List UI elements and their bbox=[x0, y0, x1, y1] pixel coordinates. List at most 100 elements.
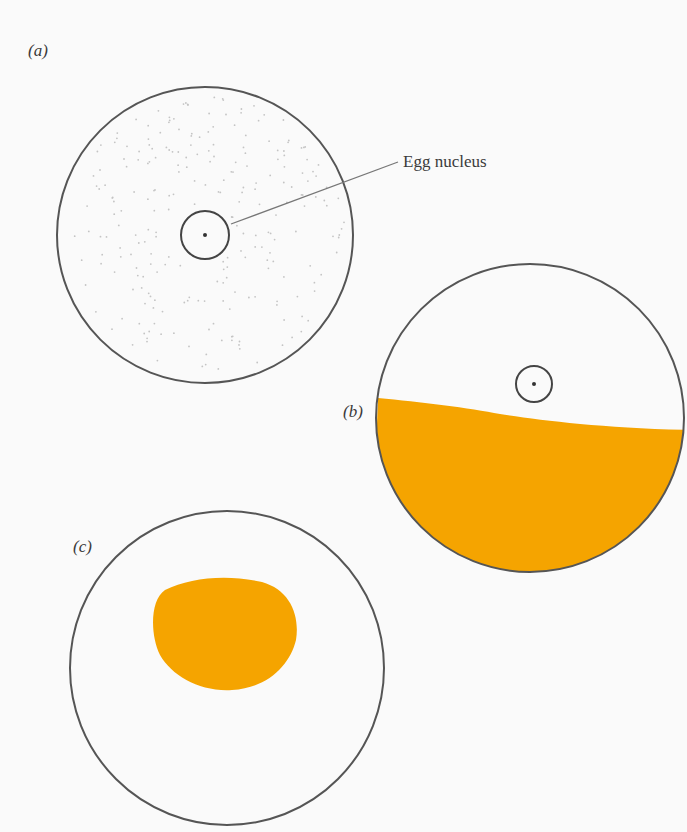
stipple-dot bbox=[268, 231, 270, 233]
stipple-dot bbox=[218, 191, 220, 193]
stipple-dot bbox=[186, 166, 188, 168]
stipple-dot bbox=[219, 192, 221, 194]
stipple-dot bbox=[119, 247, 121, 249]
stipple-dot bbox=[194, 180, 196, 182]
stipple-dot bbox=[216, 281, 218, 283]
stipple-dot bbox=[232, 216, 234, 218]
stipple-dot bbox=[261, 246, 263, 248]
stipple-dot bbox=[135, 119, 137, 121]
stipple-dot bbox=[208, 113, 210, 115]
stipple-dot bbox=[276, 304, 278, 306]
stipple-dot bbox=[277, 150, 279, 152]
stipple-dot bbox=[222, 282, 224, 284]
stipple-dot bbox=[132, 289, 134, 291]
stipple-dot bbox=[199, 136, 201, 138]
stipple-dot bbox=[226, 277, 228, 279]
stipple-dot bbox=[96, 185, 98, 187]
stipple-dot bbox=[187, 300, 189, 302]
stipple-dot bbox=[315, 175, 317, 177]
stipple-dot bbox=[160, 333, 162, 335]
stipple-dot bbox=[120, 256, 122, 258]
stipple-dot bbox=[231, 216, 233, 218]
stipple-dot bbox=[213, 144, 215, 146]
stipple-dot bbox=[307, 320, 309, 322]
stipple-dot bbox=[123, 158, 125, 160]
stipple-dot bbox=[241, 108, 243, 110]
stipple-dot bbox=[209, 161, 211, 163]
stipple-dot bbox=[74, 235, 76, 237]
stipple-dot bbox=[230, 171, 232, 173]
stipple-dot bbox=[178, 129, 180, 131]
stipple-dot bbox=[312, 171, 314, 173]
stipple-dot bbox=[263, 114, 265, 116]
stipple-dot bbox=[147, 163, 149, 165]
stipple-dot bbox=[326, 205, 328, 207]
stipple-dot bbox=[205, 364, 207, 366]
stipple-dot bbox=[336, 252, 338, 254]
stipple-dot bbox=[243, 147, 245, 149]
stipple-dot bbox=[240, 112, 242, 114]
stipple-dot bbox=[212, 126, 214, 128]
stipple-dot bbox=[238, 344, 240, 346]
stipple-dot bbox=[231, 336, 233, 338]
stipple-dot bbox=[159, 132, 161, 134]
stipple-dot bbox=[232, 335, 234, 337]
stipple-dot bbox=[147, 229, 149, 231]
nucleus-outline bbox=[516, 366, 552, 402]
stipple-dot bbox=[227, 257, 229, 259]
stipple-dot bbox=[269, 252, 271, 254]
stipple-dot bbox=[266, 259, 268, 261]
stipple-dot bbox=[154, 323, 156, 325]
stipple-dot bbox=[147, 198, 149, 200]
stipple-dot bbox=[138, 242, 140, 244]
stipple-dot bbox=[151, 148, 153, 150]
stipple-dot bbox=[169, 120, 171, 122]
stipple-dot bbox=[283, 319, 285, 321]
nucleolus-dot bbox=[532, 382, 536, 386]
stipple-dot bbox=[243, 233, 245, 235]
stipple-dot bbox=[178, 171, 180, 173]
stipple-dot bbox=[255, 182, 257, 184]
stipple-dot bbox=[256, 362, 258, 364]
stipple-dot bbox=[232, 171, 234, 173]
stipple-dot bbox=[111, 328, 113, 330]
stipple-dot bbox=[332, 235, 334, 237]
stipple-dot bbox=[234, 291, 236, 293]
stipple-dot bbox=[258, 120, 260, 122]
stipple-dot bbox=[301, 147, 303, 149]
stipple-dot bbox=[149, 161, 151, 163]
stipple-dot bbox=[253, 105, 255, 107]
stipple-dot bbox=[315, 196, 317, 198]
stipple-dot bbox=[133, 191, 135, 193]
stipple-dot bbox=[196, 153, 198, 155]
nucleus-outline bbox=[181, 211, 229, 259]
stipple-dot bbox=[323, 200, 325, 202]
leader-line bbox=[231, 162, 398, 224]
stipple-dot bbox=[116, 137, 118, 139]
stipple-dot bbox=[337, 197, 339, 199]
stipple-dot bbox=[283, 182, 285, 184]
stipple-dot bbox=[272, 261, 274, 263]
stipple-dot bbox=[276, 300, 278, 302]
stipple-dot bbox=[238, 201, 240, 203]
stipple-dot bbox=[172, 151, 174, 153]
stipple-dot bbox=[304, 205, 306, 207]
stipple-dot bbox=[244, 256, 246, 258]
stipple-dot bbox=[235, 161, 237, 163]
stipple-dot bbox=[106, 236, 108, 238]
stipple-dot bbox=[185, 102, 187, 104]
stipple-dot bbox=[183, 103, 185, 105]
stipple-dot bbox=[222, 261, 224, 263]
stipple-dot bbox=[173, 118, 175, 120]
stipple-dot bbox=[185, 157, 187, 159]
stipple-dot bbox=[246, 165, 248, 167]
stipple-dot bbox=[255, 235, 257, 237]
stipple-dot bbox=[187, 104, 189, 106]
stipple-dot bbox=[126, 166, 128, 168]
stipple-dot bbox=[168, 195, 170, 197]
stipple-dot bbox=[137, 159, 139, 161]
stipple-dot bbox=[241, 192, 243, 194]
stipple-dot bbox=[208, 150, 210, 152]
stipple-dot bbox=[154, 299, 156, 301]
stipple-dot bbox=[146, 337, 148, 339]
